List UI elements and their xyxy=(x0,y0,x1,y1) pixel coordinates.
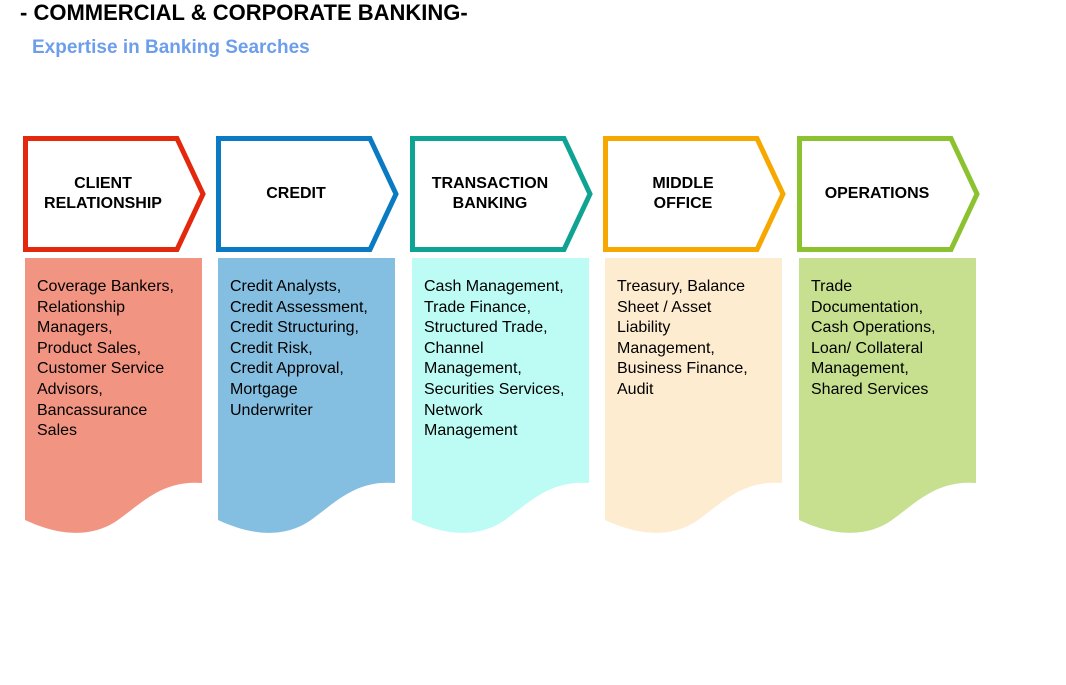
column-heading-text: MIDDLE OFFICE xyxy=(652,175,714,212)
page-title: - COMMERCIAL & CORPORATE BANKING- xyxy=(20,0,468,25)
column-heading: OPERATIONS xyxy=(797,136,957,252)
column-4: MIDDLE OFFICE Treasury, Balance Sheet / … xyxy=(603,130,793,550)
column-items: Credit Analysts, Credit Assessment, Cred… xyxy=(230,278,368,419)
chevron-arrow xyxy=(410,136,593,252)
column-3: TRANSACTION BANKING Cash Management, Tra… xyxy=(410,130,600,550)
chevron-arrow xyxy=(603,136,786,252)
column-items: Treasury, Balance Sheet / Asset Liabilit… xyxy=(617,278,748,398)
wave-panel xyxy=(25,258,202,533)
column-shapes xyxy=(216,136,399,533)
column-items: Cash Management, Trade Finance, Structur… xyxy=(424,278,565,440)
column-heading: MIDDLE OFFICE xyxy=(603,136,763,252)
chevron-arrow xyxy=(797,136,980,252)
column-5: OPERATIONS Trade Documentation, Cash Ope… xyxy=(797,130,987,550)
column-heading: CLIENT RELATIONSHIP xyxy=(23,136,183,252)
column-shapes xyxy=(410,136,593,533)
column-heading-text: CREDIT xyxy=(266,185,326,202)
column-heading-text: OPERATIONS xyxy=(824,185,930,202)
column-shapes xyxy=(23,136,206,533)
wave-panel xyxy=(218,258,395,533)
wave-panel xyxy=(605,258,782,533)
wave-panel xyxy=(799,258,976,533)
column-2: CREDIT Credit Analysts, Credit Assessmen… xyxy=(216,130,406,550)
chevron-arrow xyxy=(216,136,399,252)
column-items: Coverage Bankers, Relationship Managers,… xyxy=(37,278,174,440)
column-heading: CREDIT xyxy=(216,136,376,252)
column-shapes xyxy=(603,136,786,533)
column-heading-text: CLIENT RELATIONSHIP xyxy=(44,175,162,212)
column-items: Trade Documentation, Cash Operations, Lo… xyxy=(811,278,936,398)
page-subtitle: Expertise in Banking Searches xyxy=(32,37,310,58)
column-shapes xyxy=(797,136,980,533)
column-1: CLIENT RELATIONSHIP Coverage Bankers, Re… xyxy=(23,130,213,550)
column-heading: TRANSACTION BANKING xyxy=(410,136,570,252)
wave-panel xyxy=(412,258,589,533)
chevron-arrow xyxy=(23,136,206,252)
column-heading-text: TRANSACTION BANKING xyxy=(431,175,549,212)
